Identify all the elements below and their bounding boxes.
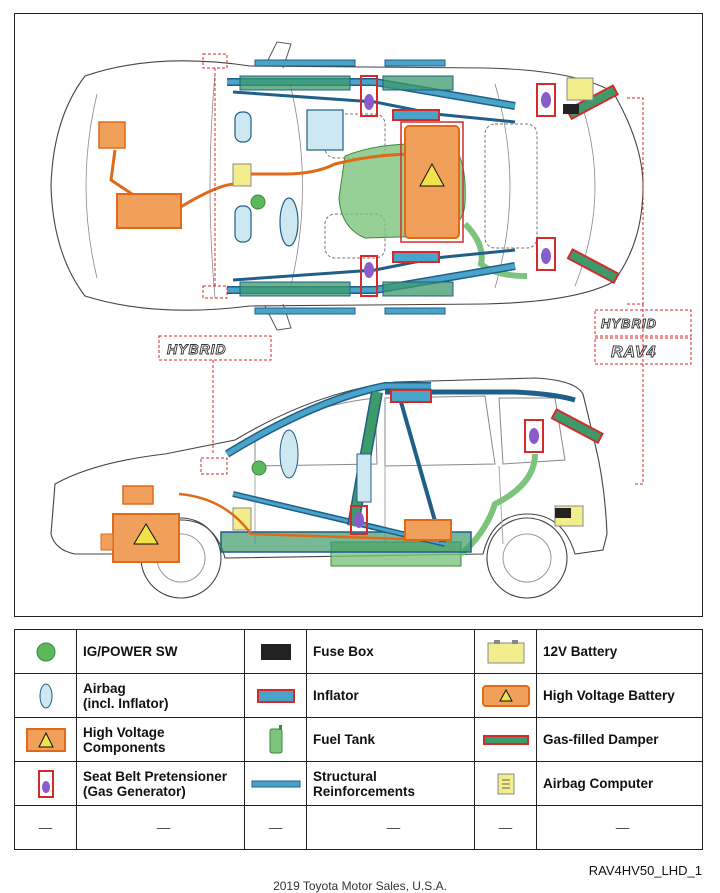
legend-label: — — [306, 805, 475, 850]
legend-label-line: Components — [83, 739, 166, 755]
hybrid-badge-left: HYBRID — [167, 341, 227, 357]
legend-label-line: Structural — [313, 768, 377, 784]
legend-label-line: — — [615, 820, 630, 835]
seat-belt-pretensioner-icon — [14, 761, 77, 806]
legend-row: — — — — — — — [14, 805, 703, 850]
legend-empty-icon: — — [14, 805, 77, 850]
legend-label-line: High Voltage Battery — [543, 688, 675, 703]
vehicle-diagram-svg: HYBRID HYBRID RAV4 — [50, 41, 692, 599]
high-voltage-battery-icon — [474, 673, 537, 718]
legend-row: IG/POWER SW Fuse Box 12V Battery — [14, 629, 703, 674]
legend-label-line: 12V Battery — [543, 644, 618, 659]
gas-filled-damper-icon — [474, 717, 537, 762]
top-view — [50, 41, 644, 331]
legend-label: High Voltage Battery — [536, 673, 703, 718]
high-voltage-components-icon — [14, 717, 77, 762]
diagram-code: RAV4HV50_LHD_1 — [588, 863, 702, 878]
legend-row: Seat Belt Pretensioner(Gas Generator) Str… — [14, 761, 703, 806]
legend-label-line: — — [156, 820, 171, 835]
fuse-box-icon — [244, 629, 307, 674]
legend-label-line: — — [386, 820, 401, 835]
legend-label: Gas-filled Damper — [536, 717, 703, 762]
legend-label: Airbag Computer — [536, 761, 703, 806]
legend-label-line: Fuel Tank — [313, 732, 376, 747]
legend-label-line: (Gas Generator) — [83, 783, 186, 799]
legend-label: Seat Belt Pretensioner(Gas Generator) — [76, 761, 245, 806]
hybrid-badge-right: HYBRID — [601, 316, 657, 331]
copyright: 2019 Toyota Motor Sales, U.S.A. — [273, 879, 447, 893]
legend-label-line: High Voltage — [83, 724, 165, 740]
side-rear-wheel — [486, 517, 568, 599]
fuel-tank-icon — [244, 717, 307, 762]
model-badge: RAV4 — [611, 344, 657, 361]
legend-label-line: IG/POWER SW — [83, 644, 178, 659]
legend-label-line: Airbag Computer — [543, 776, 654, 791]
legend-label: IG/POWER SW — [76, 629, 245, 674]
legend-label: — — [536, 805, 703, 850]
legend-label: — — [76, 805, 245, 850]
inflator-icon — [244, 673, 307, 718]
legend-row: Airbag(incl. Inflator) Inflator High Volta… — [14, 673, 703, 718]
airbag-icon — [14, 673, 77, 718]
airbag-computer-icon — [474, 761, 537, 806]
legend-label: 12V Battery — [536, 629, 703, 674]
12v-battery-icon — [474, 629, 537, 674]
legend-label: Inflator — [306, 673, 475, 718]
legend-label-line: Fuse Box — [313, 644, 374, 659]
legend-label-line: Airbag — [83, 680, 126, 696]
legend-label-line: (incl. Inflator) — [83, 695, 169, 711]
legend-label: Fuel Tank — [306, 717, 475, 762]
legend-empty-icon: — — [474, 805, 537, 850]
legend-label-line: Seat Belt Pretensioner — [83, 768, 228, 784]
legend-label: Fuse Box — [306, 629, 475, 674]
structural-reinforcement-icon — [244, 761, 307, 806]
hybrid-badge-left-frame — [158, 335, 272, 361]
legend-empty-icon: — — [244, 805, 307, 850]
legend-label-line: Gas-filled Damper — [543, 732, 659, 747]
vehicle-diagram: HYBRID HYBRID RAV4 — [14, 13, 703, 617]
legend-label-line: Reinforcements — [313, 783, 416, 799]
legend-label-line: Inflator — [313, 688, 359, 703]
legend-label: Airbag(incl. Inflator) — [76, 673, 245, 718]
ig-power-switch-icon — [14, 629, 77, 674]
side-view — [50, 377, 608, 599]
